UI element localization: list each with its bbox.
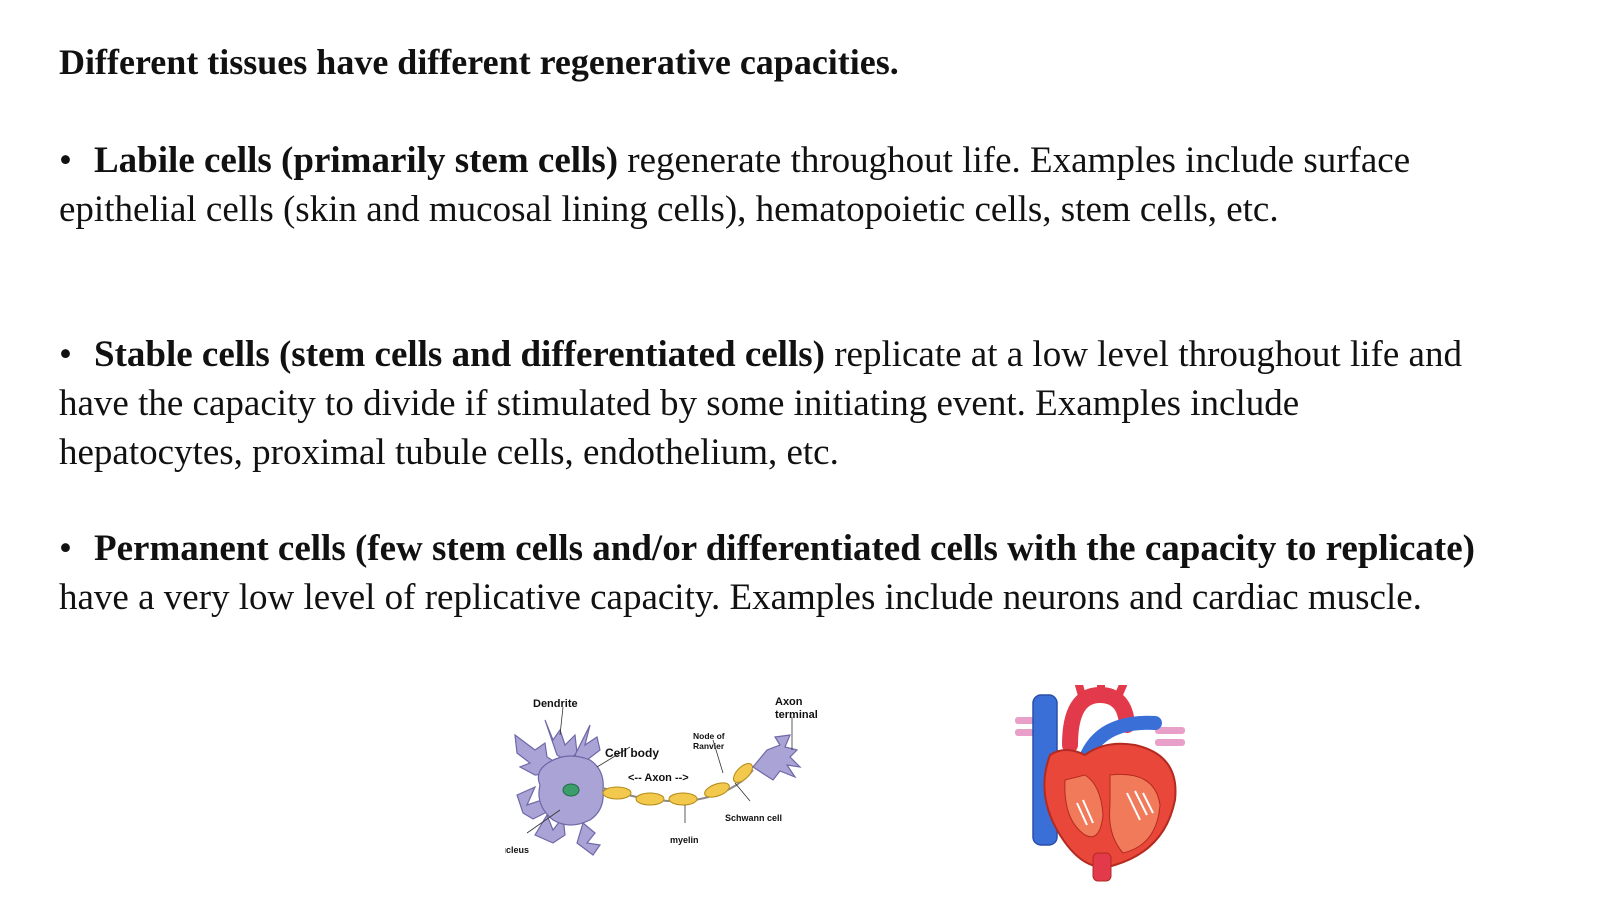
bullet-heading: Labile cells (primarily stem cells) — [94, 140, 619, 181]
bullet-marker: • — [59, 140, 72, 181]
label-schwann-cell: Schwann cell — [725, 813, 782, 823]
label-axon-terminal-line1: Axon — [775, 696, 803, 708]
label-node-of-ranvier-line2: Ranvier — [693, 741, 725, 751]
neuron-diagram: Dendrite Axon terminal Node of Ranvier C… — [505, 696, 818, 856]
bullet-text: regenerate throughout life. Examples inc… — [59, 140, 1411, 230]
bullet-text: have a very low level of replicative cap… — [59, 577, 1422, 618]
label-axon-terminal-line2: terminal — [775, 709, 818, 721]
bullet-marker: • — [59, 334, 72, 375]
bullet-heading: Permanent cells (few stem cells and/or d… — [94, 528, 1475, 569]
myelin-sheaths — [602, 763, 753, 806]
bullet-text: replicate at a low level throughout life… — [59, 334, 1462, 473]
label-nucleus: nucleus — [505, 845, 529, 855]
heart-anatomy-icon — [1015, 685, 1185, 882]
label-node-of-ranvier-line1: Node of — [693, 731, 725, 741]
slide-title: Different tissues have different regener… — [59, 42, 899, 82]
axon-terminal-shape — [752, 734, 802, 781]
right-ventricle — [1064, 774, 1104, 838]
label-dendrite: Dendrite — [533, 698, 578, 710]
label-cell-body: Cell body — [605, 746, 659, 760]
bullet-marker: • — [59, 528, 72, 569]
chordae-tendineae — [1076, 790, 1154, 826]
aortic-branches — [1075, 685, 1127, 703]
pulmonary-veins — [1015, 717, 1185, 746]
left-ventricle — [1109, 773, 1161, 854]
leader-lines — [526, 706, 793, 834]
bullet-heading: Stable cells (stem cells and differentia… — [94, 334, 825, 375]
bullet-labile-cells: • Labile cells (primarily stem cells) reg… — [59, 136, 1479, 234]
label-myelin: myelin — [670, 835, 699, 845]
bullet-permanent-cells: • Permanent cells (few stem cells and/or … — [59, 524, 1479, 622]
bullet-stable-cells: • Stable cells (stem cells and differenti… — [59, 330, 1479, 477]
label-axon: <-- Axon --> — [628, 772, 689, 784]
nucleus-shape — [562, 783, 580, 797]
inferior-vessel — [1092, 852, 1112, 882]
